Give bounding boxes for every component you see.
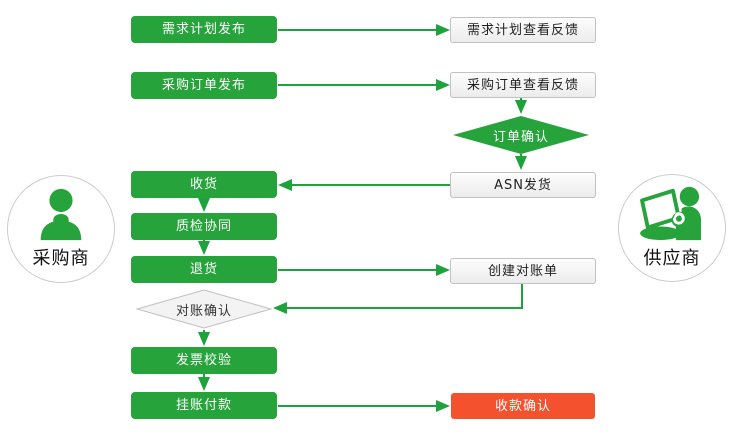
supplier-actor: 供应商 [618,174,726,282]
node-order-confirm: 订单确认 [453,116,589,154]
buyer-actor: 采购商 [7,175,115,283]
buyer-label: 采购商 [32,248,90,269]
node-create-reconciliation: 创建对账单 [450,258,596,284]
edge-create-recon-to-recon-confirm [273,284,523,314]
node-purchase-order-release: 采购订单发布 [131,72,277,99]
supplier-label: 供应商 [643,248,701,269]
node-pending-payment: 挂账付款 [131,392,277,419]
node-receive-goods: 收货 [131,171,277,198]
node-quality-inspection: 质检协同 [131,213,277,240]
node-asn-shipment: ASN发货 [450,172,596,198]
node-payment-receipt-confirm: 收款确认 [451,393,595,419]
supplier-person-laptop-icon [640,186,701,241]
node-demand-plan-release: 需求计划发布 [131,16,277,43]
diamond-shape [453,116,589,154]
node-demand-plan-view-feedback: 需求计划查看反馈 [450,17,596,43]
node-reconciliation-confirm: 对账确认 [136,289,272,329]
diamond-label: 订单确认 [492,129,549,145]
diamond-shape [136,289,272,329]
node-purchase-order-view-feedback: 采购订单查看反馈 [450,72,596,98]
node-invoice-verification: 发票校验 [131,347,277,374]
diamond-label: 对账确认 [175,303,232,319]
node-return-goods: 退货 [131,256,277,283]
buyer-person-icon [40,188,82,241]
